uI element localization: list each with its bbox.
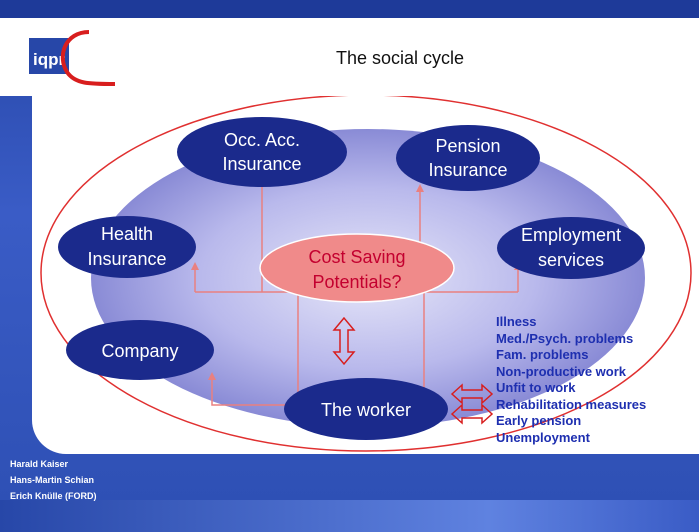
svg-text:Health: Health (101, 224, 153, 244)
problem-list: Illness Med./Psych. problems Fam. proble… (496, 314, 646, 446)
title-bar (0, 18, 699, 96)
node-company: Company (66, 320, 214, 380)
outer-ring (40, 96, 692, 452)
svg-text:Company: Company (101, 341, 178, 361)
author-name: Harald Kaiser (10, 459, 69, 469)
list-item: Non-productive work (496, 363, 627, 379)
slide-title: The social cycle (335, 48, 465, 68)
social-cycle-diagram: Occ. Acc. Insurance Pension Insurance He… (40, 96, 692, 452)
svg-text:Cost Saving: Cost Saving (308, 247, 405, 267)
double-arrow-right (450, 383, 494, 405)
list-item: Early pension (496, 413, 582, 428)
svg-text:The worker: The worker (321, 400, 411, 420)
node-employment-services: Employment services (497, 217, 645, 279)
double-arrow-vertical (332, 316, 356, 366)
author-name: Erich Knülle (FORD) (10, 491, 97, 501)
svg-text:Employment: Employment (521, 225, 621, 245)
list-item: Rehabilitation measures (496, 396, 647, 412)
svg-text:Insurance: Insurance (428, 160, 507, 180)
iqpr-logo: iqpr (29, 30, 116, 86)
node-pension-insurance: Pension Insurance (396, 125, 540, 191)
top-band (0, 0, 699, 20)
list-item: Illness (496, 314, 537, 329)
author-name: Hans-Martin Schian (10, 475, 95, 485)
svg-text:iqpr: iqpr (33, 50, 65, 69)
svg-text:Insurance: Insurance (222, 154, 301, 174)
svg-text:Pension: Pension (435, 136, 500, 156)
node-cost-saving-potentials: Cost Saving Potentials? (259, 233, 455, 303)
node-the-worker: The worker (284, 378, 448, 440)
node-occ-acc-insurance: Occ. Acc. Insurance (177, 117, 347, 187)
svg-text:Insurance: Insurance (87, 249, 166, 269)
node-health-insurance: Health Insurance (58, 216, 196, 278)
list-item: Unfit to work (496, 380, 576, 395)
list-item: Med./Psych. problems (496, 330, 634, 346)
content-panel: Occ. Acc. Insurance Pension Insurance He… (32, 96, 699, 454)
author-credits: Harald Kaiser Hans-Martin Schian Erich K… (10, 456, 97, 504)
svg-text:services: services (538, 250, 604, 270)
list-item: Fam. problems (496, 347, 589, 362)
svg-text:Occ. Acc.: Occ. Acc. (224, 130, 300, 150)
bottom-band (0, 500, 699, 532)
list-item: Unemployment (496, 429, 590, 445)
svg-text:Potentials?: Potentials? (312, 272, 401, 292)
double-arrow-left (450, 403, 494, 425)
